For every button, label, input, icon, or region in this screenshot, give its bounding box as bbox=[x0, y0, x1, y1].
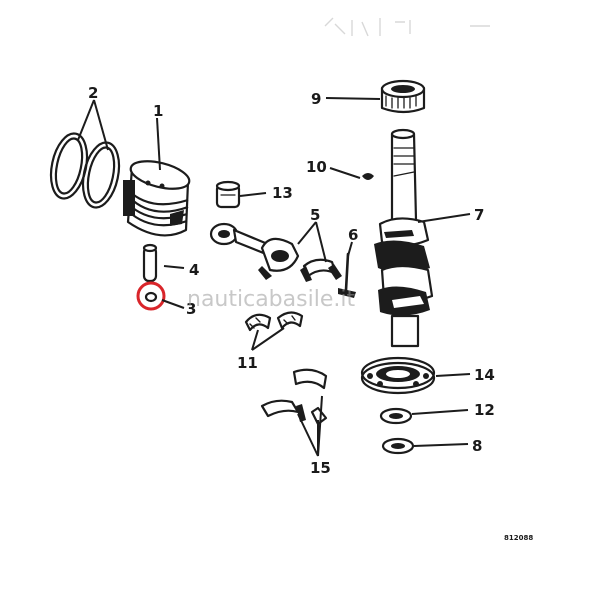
callout-2: 2 bbox=[88, 84, 98, 102]
main-bearing-halves-part-15 bbox=[260, 368, 328, 426]
upper-bearing-part-9 bbox=[380, 79, 426, 114]
wrist-pin-part-4 bbox=[142, 243, 158, 283]
callout-9: 9 bbox=[311, 90, 321, 108]
callout-4: 4 bbox=[189, 261, 199, 279]
rod-bearing-halves-part-11 bbox=[244, 311, 304, 332]
callout-7: 7 bbox=[474, 206, 484, 224]
leader-lines bbox=[77, 97, 471, 457]
rod-screw-part-6 bbox=[338, 252, 356, 298]
callout-14: 14 bbox=[474, 366, 495, 384]
watermark: nauticabasile.it bbox=[187, 287, 355, 312]
washer-part-8 bbox=[381, 437, 415, 455]
key-part-10 bbox=[362, 173, 374, 180]
crankshaft-part-7 bbox=[374, 128, 434, 348]
callout-11: 11 bbox=[237, 354, 258, 372]
needle-bearing-part-13 bbox=[215, 180, 241, 209]
diagram-code: 812088 bbox=[504, 534, 533, 542]
ball-bearing-part-14 bbox=[360, 356, 436, 395]
callout-12: 12 bbox=[474, 401, 495, 419]
scan-artifacts bbox=[324, 17, 490, 37]
callout-8: 8 bbox=[472, 437, 482, 455]
callout-6: 6 bbox=[348, 226, 358, 244]
connecting-rod-part-5 bbox=[209, 222, 342, 282]
callout-labels: 1 2 3 4 5 6 7 8 9 10 11 12 13 14 15 bbox=[88, 84, 495, 477]
retainer-clip-part-3 bbox=[136, 281, 166, 311]
callout-1: 1 bbox=[153, 102, 163, 120]
callout-13: 13 bbox=[272, 184, 293, 202]
callout-3: 3 bbox=[186, 300, 196, 318]
piston-rings-part-2 bbox=[49, 132, 121, 209]
callout-5: 5 bbox=[310, 206, 320, 224]
callout-10: 10 bbox=[306, 158, 327, 176]
piston-part-1 bbox=[123, 160, 191, 237]
callout-15: 15 bbox=[310, 459, 331, 477]
washer-part-12 bbox=[379, 407, 413, 425]
highlight-circle bbox=[136, 281, 166, 311]
